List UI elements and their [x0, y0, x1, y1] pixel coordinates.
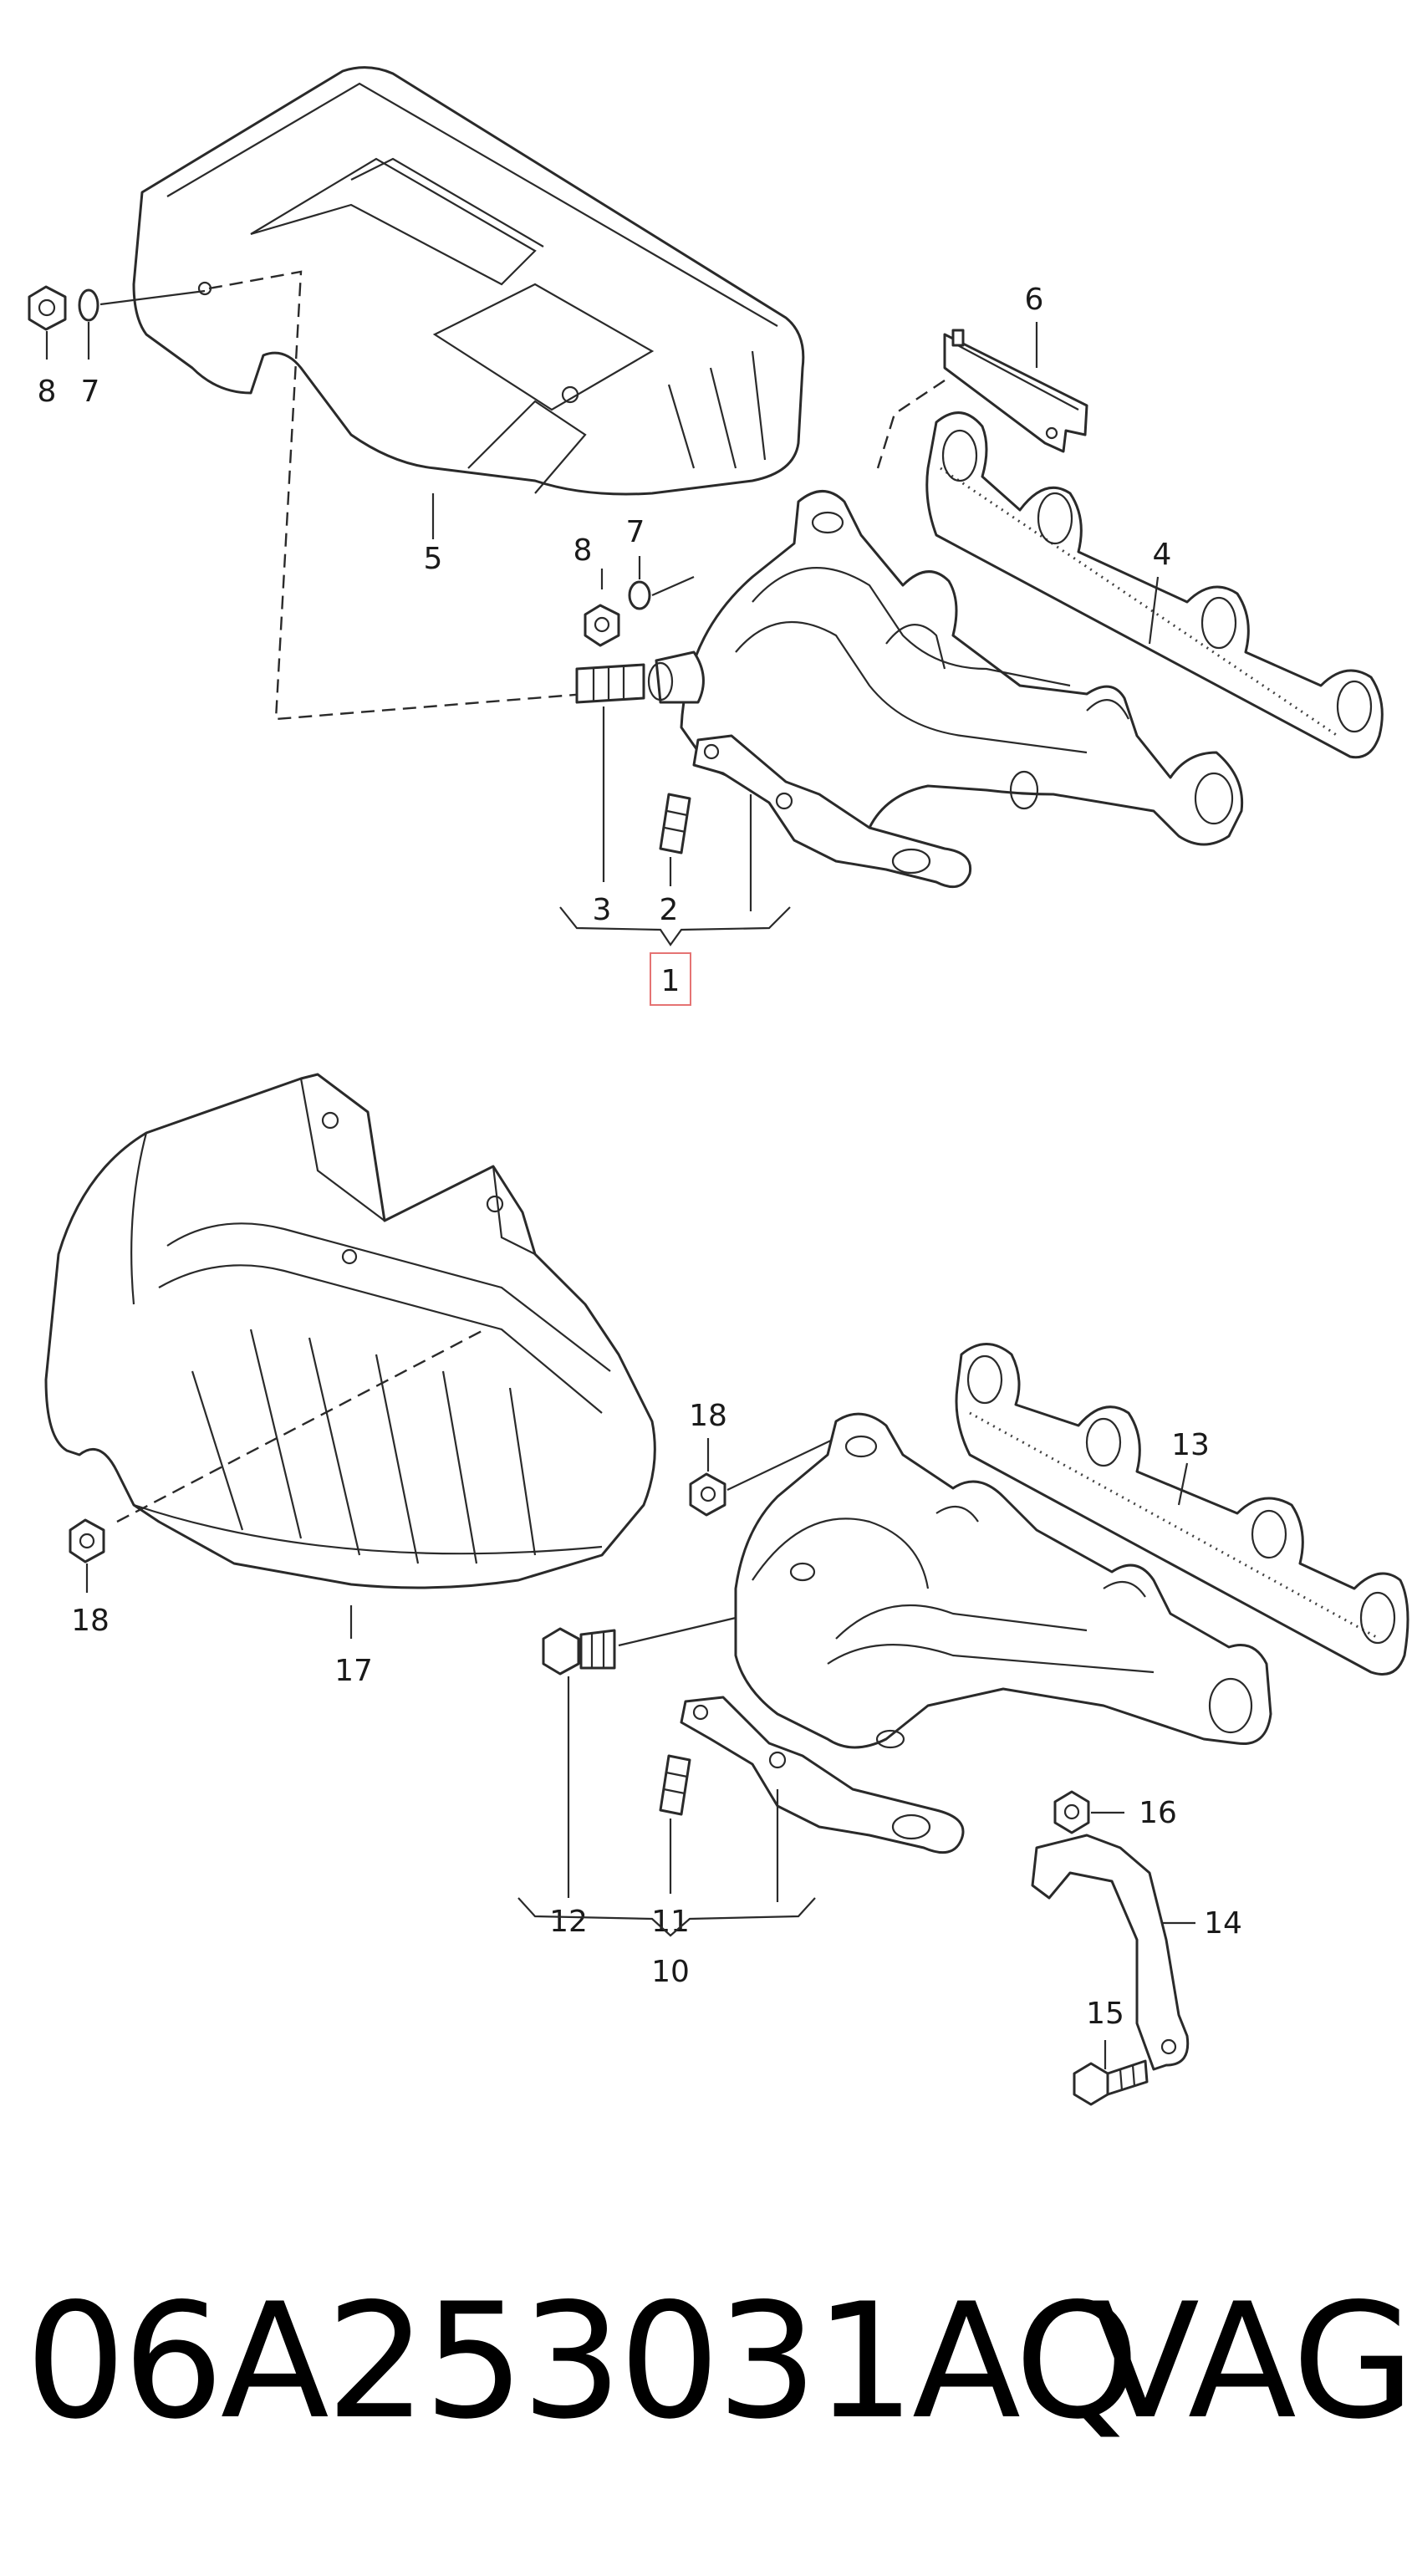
bolt-15: [1073, 2040, 1149, 2106]
heat-shield-lower: [44, 1073, 656, 1639]
callout-11: 11: [651, 1905, 690, 1939]
gasket-4: [925, 411, 1384, 759]
manifold-flange-lower: [680, 1696, 965, 1854]
dashed-guide-shield: [208, 270, 586, 721]
group-brace-1: [559, 906, 791, 946]
callout-10: 10: [651, 1955, 690, 1989]
callout-17: 17: [334, 1654, 373, 1688]
group-brace-10: [517, 1897, 816, 1937]
callout-13: 13: [1171, 1428, 1210, 1462]
callout-3: 3: [593, 893, 612, 927]
callout-16: 16: [1139, 1796, 1177, 1830]
stud-12: [542, 1616, 737, 1898]
callout-1-highlight: [650, 952, 691, 1006]
dashed-guide-lower-shield: [116, 1328, 486, 1523]
callout-8-middle: 8: [573, 533, 593, 568]
nut-16: [1053, 1790, 1124, 1834]
callout-18-right: 18: [689, 1399, 727, 1433]
callout-7-middle: 7: [626, 515, 645, 549]
support-bracket-14: [1031, 1834, 1195, 2071]
callout-6: 6: [1025, 283, 1044, 317]
callout-2: 2: [660, 893, 679, 927]
nut-washer-upper-middle: [584, 556, 695, 647]
callout-4: 4: [1153, 538, 1172, 572]
callout-15: 15: [1086, 1997, 1124, 2031]
callout-8-top-left: 8: [38, 375, 57, 409]
nut-washer-upper-left: [28, 285, 206, 360]
brand-name: VAG: [1091, 2269, 1412, 2454]
callout-12: 12: [549, 1905, 588, 1939]
gasket-13: [955, 1343, 1409, 1676]
callout-14: 14: [1204, 1906, 1242, 1941]
nut-18-left: [69, 1518, 105, 1593]
bracket-6: [943, 322, 1088, 453]
callout-1: 1: [661, 964, 681, 998]
heat-shield-upper: [132, 66, 805, 496]
nut-18-right: [689, 1437, 837, 1517]
stud-2: [659, 793, 691, 886]
part-number: 06A253031AQ: [25, 2269, 1139, 2454]
exhaust-manifold-lower: [734, 1412, 1272, 1749]
stud-11: [659, 1754, 691, 1894]
manifold-flange-upper: [692, 734, 972, 889]
callout-18-left: 18: [71, 1604, 110, 1638]
callout-5: 5: [424, 542, 443, 576]
callout-7-top-left: 7: [81, 375, 100, 409]
stud-3: [575, 650, 705, 882]
